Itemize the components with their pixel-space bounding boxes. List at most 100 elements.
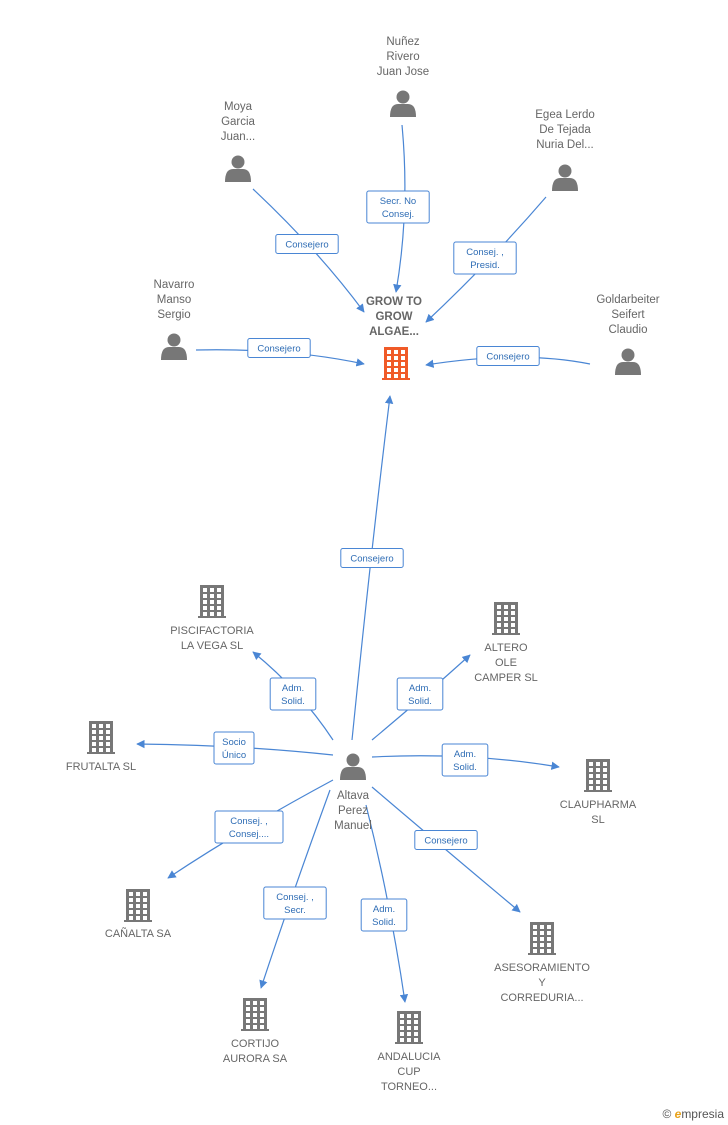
building-base (241, 1029, 269, 1031)
building-icon (198, 585, 226, 618)
person-icon-head (346, 753, 360, 767)
building-window (260, 1007, 264, 1011)
edge-label-altava-to-piscifactoria[interactable]: Adm.Solid. (269, 677, 317, 711)
building-window (129, 892, 133, 896)
building-window (394, 350, 398, 354)
building-window (497, 617, 501, 621)
building-window (511, 611, 515, 615)
building-window (106, 730, 110, 734)
building-window (210, 588, 214, 592)
building-window (394, 356, 398, 360)
node-label-line: Manuel (334, 820, 372, 832)
edge-label-altava-to-cortijo[interactable]: Consej. ,Secr. (263, 886, 327, 920)
node-label-line: SL (591, 814, 604, 826)
edge-label-text: Consejero (257, 344, 300, 355)
building-window (533, 925, 537, 929)
edge-label-altava-to-asesoramiento[interactable]: Consejero (414, 830, 478, 850)
building-window (136, 910, 140, 914)
person-icon (225, 155, 251, 182)
building-window (129, 904, 133, 908)
edge-label-box (441, 743, 489, 777)
node-main-company[interactable]: GROW TOGROWALGAE... (366, 296, 422, 380)
node-company-andalucia[interactable]: ANDALUCIACUPTORNEO... (378, 1011, 442, 1093)
edge-label-goldarbeiter-to-main[interactable]: Consejero (476, 346, 540, 366)
edge-label-text: Adm. (409, 683, 431, 694)
building-window (414, 1014, 418, 1018)
building-window (260, 1001, 264, 1005)
building-base (492, 633, 520, 635)
edge-label-altava-to-canalta[interactable]: Consej. ,Consej.... (214, 810, 284, 844)
edge-label-altava-to-claupharma[interactable]: Adm.Solid. (441, 743, 489, 777)
building-window (401, 368, 405, 372)
building-window (246, 1025, 250, 1029)
person-icon (552, 164, 578, 191)
node-company-canalta[interactable]: CAÑALTA SA (105, 889, 172, 940)
node-label-line: Rivero (386, 51, 419, 63)
building-window (497, 623, 501, 627)
edge-label-box (214, 810, 284, 844)
edge-label-text: Consejero (285, 240, 328, 251)
building-window (547, 937, 551, 941)
building-window (253, 1007, 257, 1011)
node-company-frutalta[interactable]: FRUTALTA SL (66, 721, 136, 773)
building-window (387, 374, 391, 378)
edge-label-altava-to-main[interactable]: Consejero (340, 548, 404, 568)
person-icon-body (161, 347, 187, 360)
edge-label-box (360, 898, 408, 932)
building-window (401, 374, 405, 378)
node-label-line: CORTIJO (231, 1038, 280, 1050)
node-label-line: Altava (337, 790, 370, 802)
node-company-asesoramiento[interactable]: ASESORAMIENTOYCORREDURIA... (494, 922, 590, 1004)
building-window (407, 1020, 411, 1024)
building-window (589, 774, 593, 778)
building-window (603, 780, 607, 784)
edge-label-text: Solid. (453, 762, 477, 773)
building-window (143, 910, 147, 914)
edge-label-altava-to-andalucia[interactable]: Adm.Solid. (360, 898, 408, 932)
node-label-line: CAÑALTA SA (105, 927, 172, 940)
node-label-line: Perez (338, 805, 368, 817)
node-person-moya[interactable]: MoyaGarciaJuan... (221, 101, 256, 182)
building-window (596, 774, 600, 778)
edge-label-egea-to-main[interactable]: Consej. ,Presid. (453, 241, 517, 275)
building-window (143, 898, 147, 902)
edge-label-text: Consej.... (229, 829, 269, 840)
building-window (106, 742, 110, 746)
building-base (584, 790, 612, 792)
building-window (129, 898, 133, 902)
building-window (407, 1026, 411, 1030)
building-window (260, 1019, 264, 1023)
node-label-line: Garcia (221, 116, 255, 128)
building-window (596, 768, 600, 772)
building-window (99, 742, 103, 746)
building-window (394, 362, 398, 366)
edge-label-altava-to-altero[interactable]: Adm.Solid. (396, 677, 444, 711)
edge-label-text: Solid. (372, 917, 396, 928)
edge-label-navarro-to-main[interactable]: Consejero (247, 338, 311, 358)
brand-footer[interactable]: © empresia (662, 1107, 724, 1121)
node-label-line: Nuria Del... (536, 139, 594, 151)
edge-label-text: Secr. (284, 905, 306, 916)
edge-label-moya-to-main[interactable]: Consejero (275, 234, 339, 254)
building-window (589, 762, 593, 766)
person-icon-head (558, 164, 572, 178)
building-window (547, 943, 551, 947)
building-window (400, 1032, 404, 1036)
node-label-line: GROW TO (366, 296, 422, 308)
building-door (210, 612, 214, 617)
building-window (504, 605, 508, 609)
building-window (129, 910, 133, 914)
node-label-line: Y (538, 977, 546, 989)
